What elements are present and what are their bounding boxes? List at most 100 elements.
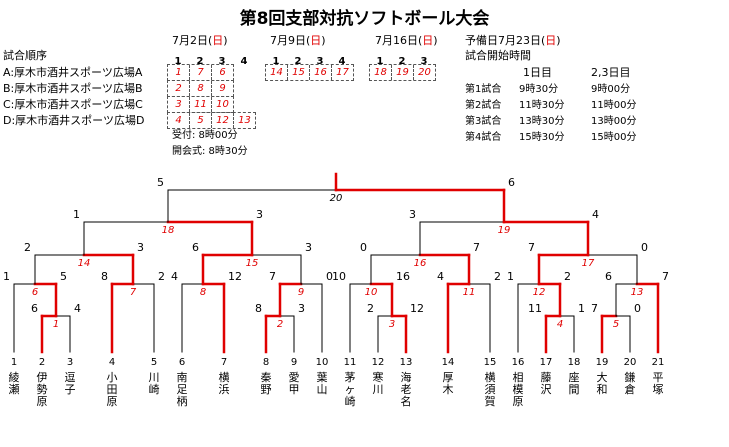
team-name: 葉山 — [316, 371, 328, 396]
team-number: 11 — [344, 357, 357, 368]
venue-b: B:厚木市酒井スポーツ広場B — [3, 82, 143, 95]
team-name: 海老名 — [400, 371, 412, 408]
team-name: 秦野 — [260, 371, 272, 396]
team-number: 6 — [179, 357, 185, 368]
score-label: 7 — [473, 241, 480, 254]
score-label: 6 — [508, 176, 515, 189]
team-number: 13 — [400, 357, 413, 368]
page-title: 第8回支部対抗ソフトボール大会 — [239, 9, 490, 29]
score-label: 11 — [528, 302, 542, 315]
score-label: 2 — [494, 270, 501, 283]
score-label: 4 — [437, 270, 444, 283]
score-label: 3 — [305, 241, 312, 254]
game-number: 14 — [78, 258, 91, 269]
team-name: 綾瀬 — [8, 371, 20, 396]
score-label: 3 — [137, 241, 144, 254]
score-label: 6 — [192, 241, 199, 254]
game-number: 13 — [631, 287, 644, 298]
score-label: 1 — [578, 302, 585, 315]
score-label: 0 — [326, 270, 333, 283]
team-name: 平塚 — [652, 371, 664, 396]
team-number: 5 — [151, 357, 157, 368]
start-row-day23: 9時00分 — [591, 84, 631, 95]
score-label: 2 — [367, 302, 374, 315]
team-name: 横須賀 — [484, 371, 496, 408]
team-number: 16 — [512, 357, 525, 368]
team-number: 3 — [67, 357, 73, 368]
team-number: 14 — [442, 357, 455, 368]
game-number: 18 — [162, 225, 175, 236]
team-number: 10 — [316, 357, 329, 368]
team-name: 鎌倉 — [624, 371, 636, 396]
start-row-day23: 11時00分 — [591, 100, 637, 111]
day1-weekday: 日 — [212, 34, 224, 47]
start-times-col2: 2,3日目 — [591, 66, 631, 79]
score-label: 6 — [605, 270, 612, 283]
team-name: 小田原 — [106, 371, 118, 408]
score-label: 0 — [360, 241, 367, 254]
team-name: 茅ヶ崎 — [344, 371, 356, 408]
team-number: 9 — [291, 357, 297, 368]
day2-weekday: 日 — [310, 34, 322, 47]
game-number: 6 — [32, 287, 38, 298]
team-number: 12 — [372, 357, 385, 368]
team-number: 1 — [11, 357, 17, 368]
score-label: 0 — [641, 241, 648, 254]
team-number: 15 — [484, 357, 497, 368]
score-label: 12 — [228, 270, 242, 283]
start-row-label: 第4試合 — [465, 132, 502, 143]
start-times-title: 試合開始時間 — [465, 49, 531, 62]
team-number: 18 — [568, 357, 581, 368]
score-label: 3 — [256, 208, 263, 221]
score-label: 2 — [24, 241, 31, 254]
score-label: 7 — [528, 241, 535, 254]
team-name: 逗子 — [64, 371, 76, 396]
game-number: 9 — [298, 287, 304, 298]
day1-date: 7月2日(日) — [172, 34, 228, 47]
team-name: 藤沢 — [540, 371, 552, 396]
opening-time: 開会式: 8時30分 — [172, 146, 248, 157]
team-number: 2 — [39, 357, 45, 368]
score-label: 3 — [298, 302, 305, 315]
game-number: 3 — [389, 319, 395, 330]
score-label: 4 — [592, 208, 599, 221]
game-number: 17 — [582, 258, 595, 269]
team-name: 伊勢原 — [36, 371, 48, 408]
score-label: 5 — [60, 270, 67, 283]
venue-a: A:厚木市酒井スポーツ広場A — [3, 66, 143, 79]
venue-order-label: 試合順序 — [3, 49, 47, 62]
team-number: 21 — [652, 357, 665, 368]
score-label: 1 — [507, 270, 514, 283]
game-number: 7 — [130, 287, 137, 298]
score-label: 4 — [74, 302, 81, 315]
day3-date: 7月16日(日) — [375, 34, 438, 47]
score-label: 7 — [662, 270, 669, 283]
game-number: 20 — [330, 193, 343, 204]
score-label: 6 — [31, 302, 38, 315]
team-name: 座間 — [568, 371, 580, 396]
start-times-col1: 1日目 — [523, 66, 552, 79]
start-row-day23: 13時00分 — [591, 116, 637, 127]
start-row-day1: 9時30分 — [519, 84, 559, 95]
team-name: 寒川 — [372, 371, 384, 396]
score-label: 12 — [410, 302, 424, 315]
score-label: 2 — [158, 270, 165, 283]
game-number: 11 — [463, 287, 476, 298]
start-row-label: 第3試合 — [465, 116, 502, 127]
score-label: 7 — [591, 302, 598, 315]
score-label: 2 — [564, 270, 571, 283]
day3-weekday: 日 — [422, 34, 434, 47]
team-name: 川崎 — [148, 371, 160, 396]
team-number: 4 — [109, 357, 115, 368]
score-label: 3 — [409, 208, 416, 221]
score-label: 0 — [634, 302, 641, 315]
score-label: 5 — [157, 176, 164, 189]
team-number: 19 — [596, 357, 609, 368]
team-name: 相模原 — [512, 371, 524, 408]
score-label: 8 — [101, 270, 108, 283]
